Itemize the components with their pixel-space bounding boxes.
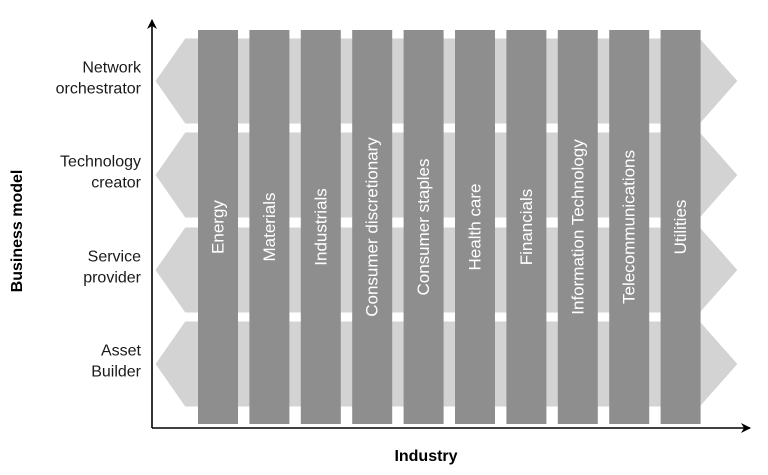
row-arrow-4 (154, 320, 739, 408)
industry-column-7 (506, 30, 547, 424)
y-axis-title: Business model (9, 170, 26, 293)
industry-label-4: Consumer discretionary (363, 137, 382, 317)
industry-columns: Energy Materials Industrials Consumer discr… (198, 30, 701, 424)
industry-column-3 (300, 30, 341, 424)
industry-label-3: Industrials (311, 188, 330, 265)
industry-column-2 (249, 30, 290, 424)
business-model-row-arrows (154, 37, 739, 408)
industry-column-1 (198, 30, 238, 424)
industry-label-9: Telecommunications (620, 150, 639, 304)
industry-label-2: Materials (260, 193, 279, 262)
industry-column-8 (557, 30, 598, 424)
industry-column-10 (660, 30, 701, 424)
industry-label-10: Utilities (671, 200, 690, 255)
industry-label-5: Consumer staples (414, 158, 433, 295)
industry-label-8: Information Technology (568, 139, 587, 315)
industry-label-6: Health care (466, 184, 485, 271)
industry-label-1: Energy (209, 200, 228, 254)
row-arrow-1 (154, 37, 739, 125)
industry-column-4 (352, 30, 393, 424)
x-axis-title: Industry (394, 448, 457, 465)
industry-column-9 (609, 30, 650, 424)
industry-label-7: Financials (517, 189, 536, 266)
industry-column-6 (455, 30, 495, 424)
row-arrow-3 (154, 226, 739, 314)
industry-column-5 (403, 30, 444, 424)
row-arrow-2 (154, 131, 739, 219)
